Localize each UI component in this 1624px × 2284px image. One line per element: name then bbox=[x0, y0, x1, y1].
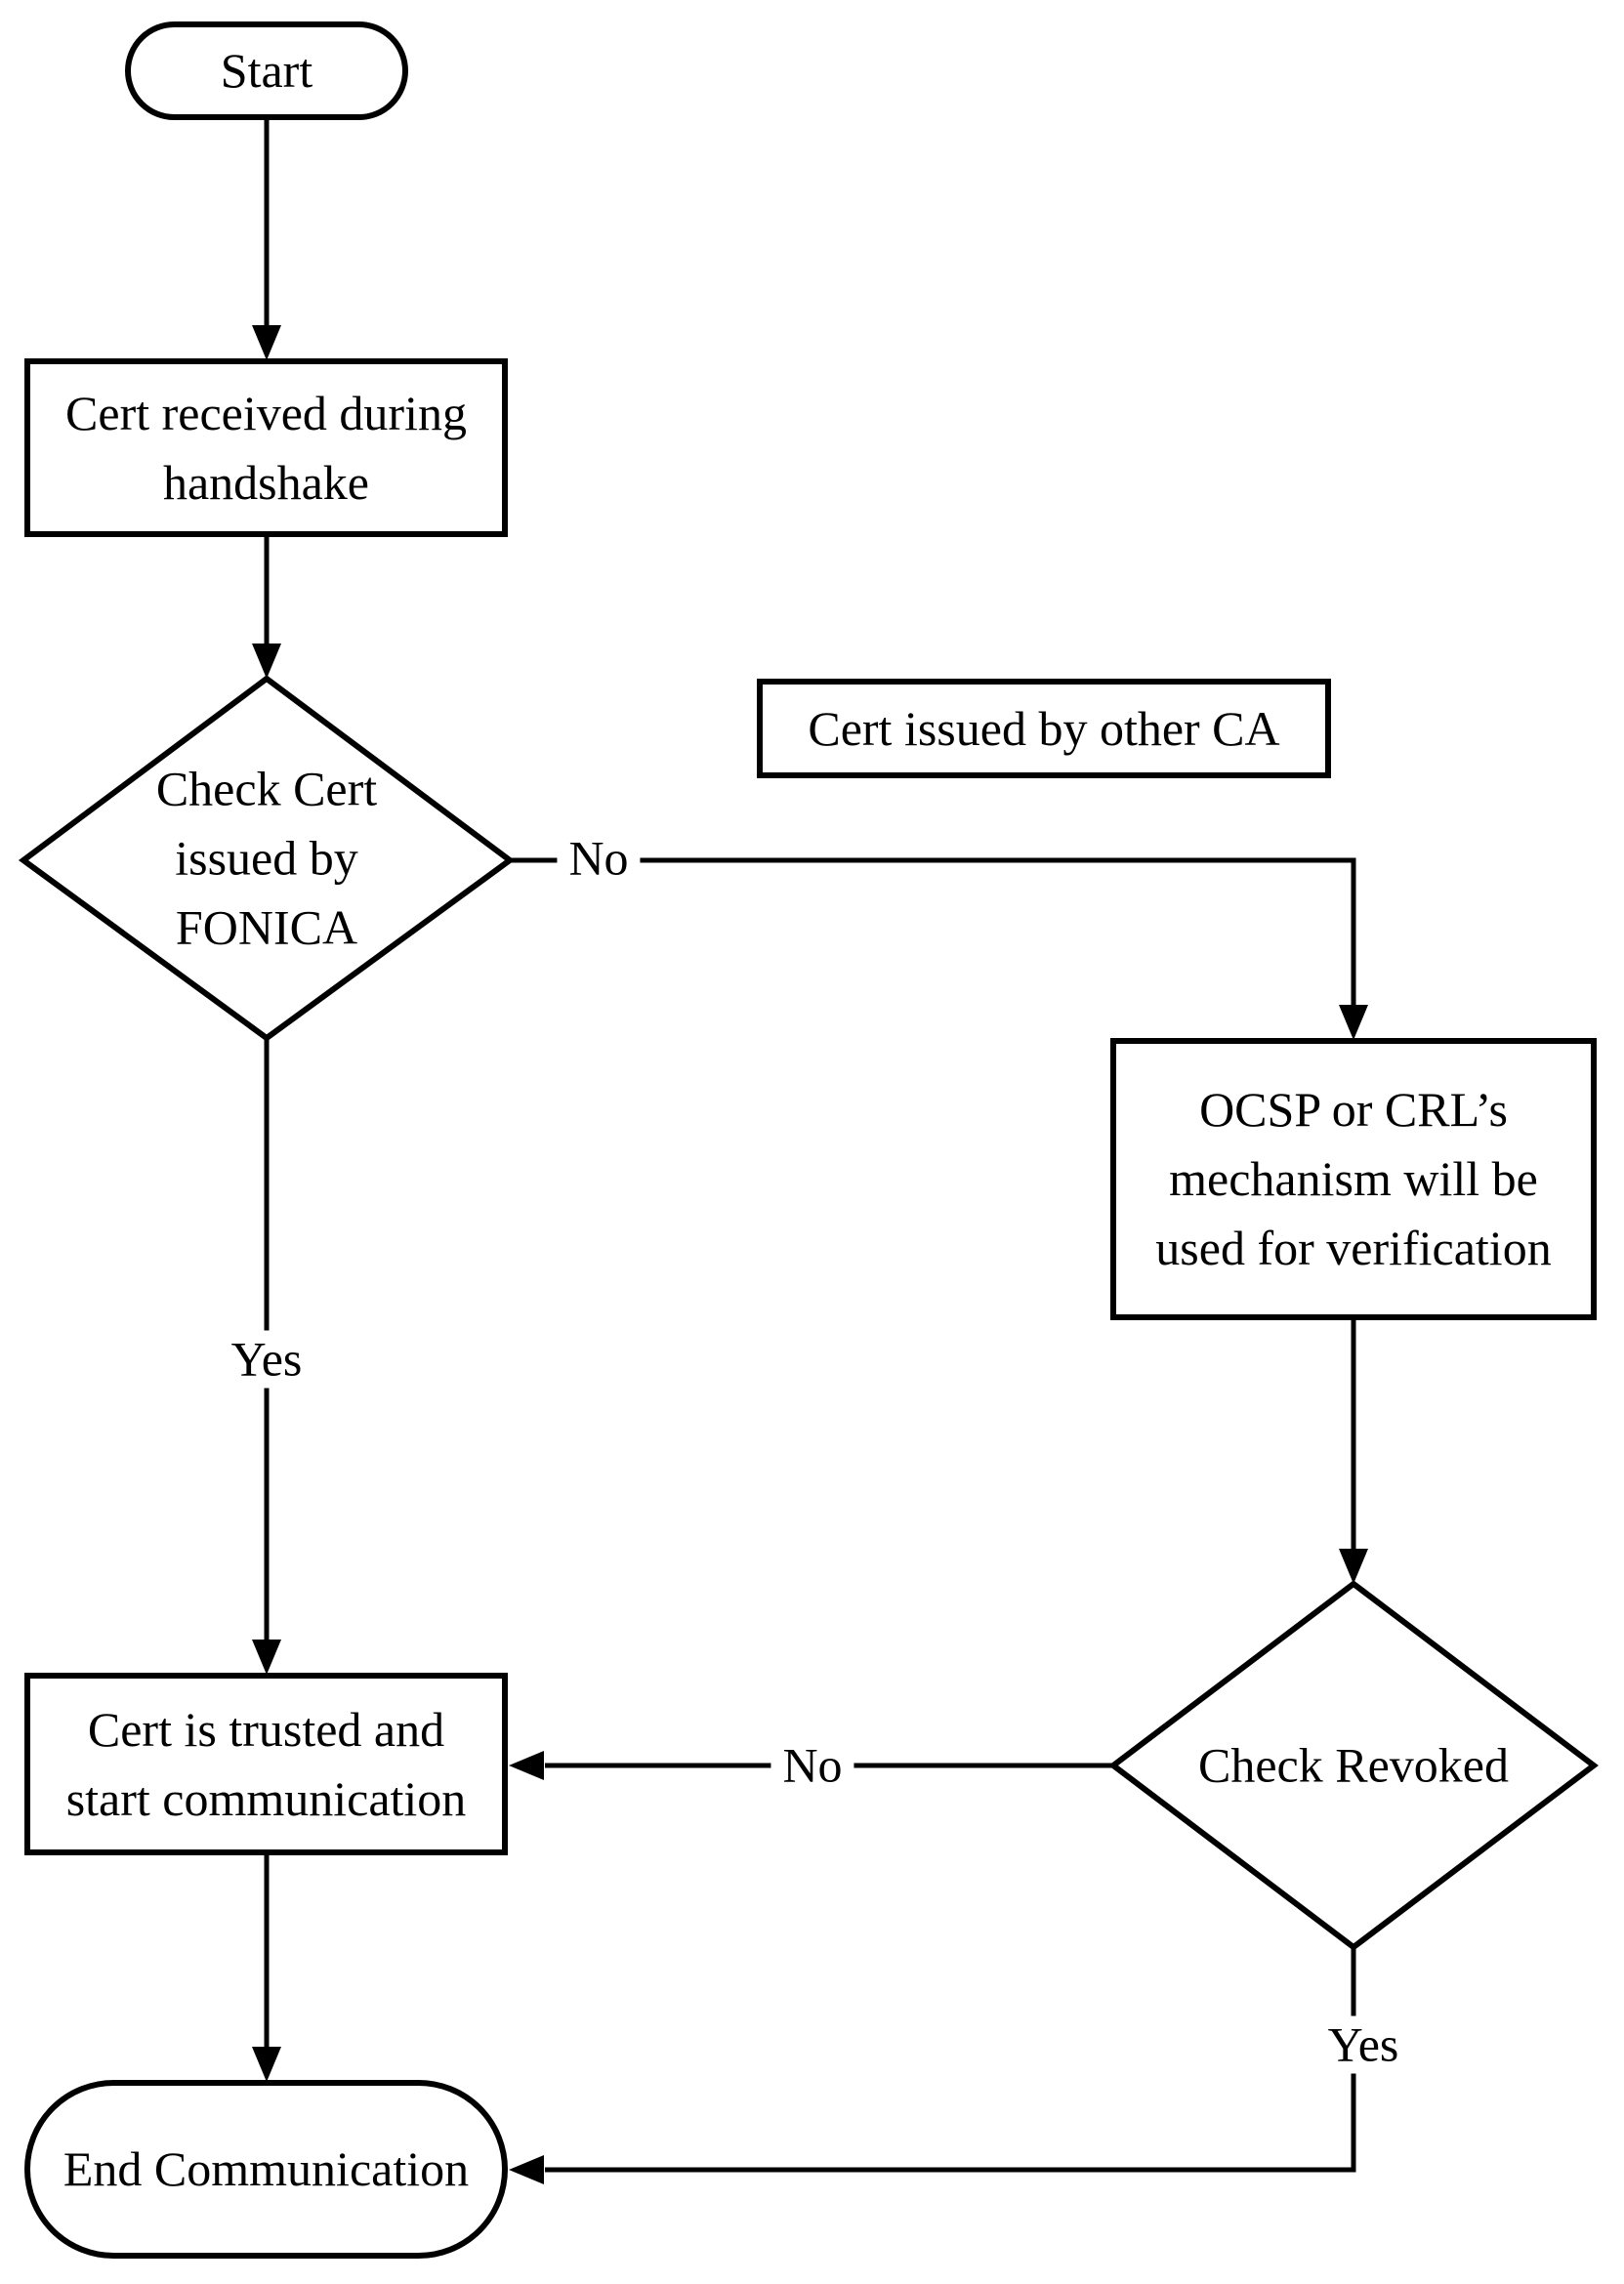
check-revoked-line: Check Revoked bbox=[1198, 1737, 1509, 1793]
end-label: End Communication bbox=[63, 2135, 469, 2204]
ocsp-crl-box: OCSP or CRL’s mechanism will be used for… bbox=[1110, 1038, 1597, 1320]
ocsp-crl-line-1: OCSP or CRL’s bbox=[1199, 1082, 1508, 1137]
check-revoked-diamond-shape bbox=[1108, 1580, 1599, 1951]
arrowhead-into-check-revoked bbox=[1339, 1549, 1368, 1584]
arrowhead-into-trusted-right bbox=[509, 1751, 544, 1780]
check-cert-line-2: issued by bbox=[175, 830, 358, 886]
start-node: Start bbox=[125, 21, 408, 120]
check-cert-diamond-shape bbox=[18, 675, 516, 1042]
cert-trusted-line-1: Cert is trusted and bbox=[87, 1701, 445, 1757]
cert-received-line-1: Cert received during bbox=[65, 385, 467, 440]
edge-label-revoked-yes: Yes bbox=[1315, 2015, 1411, 2074]
arrowhead-into-end-right bbox=[509, 2155, 544, 2184]
end-label-line: End Communication bbox=[62, 2141, 470, 2196]
edge-label-fonica-yes: Yes bbox=[219, 1330, 314, 1389]
check-revoked-diamond-label: Check Revoked bbox=[1129, 1731, 1578, 1801]
check-cert-diamond-label: Check Cert issued by FONICA bbox=[101, 755, 433, 963]
cert-received-label: Cert received during handshake bbox=[65, 379, 467, 518]
arrowhead-into-end-top bbox=[252, 2047, 281, 2082]
ocsp-crl-label: OCSP or CRL’s mechanism will be used for… bbox=[1155, 1075, 1551, 1283]
other-ca-note-box: Cert issued by other CA bbox=[757, 679, 1331, 778]
cert-trusted-box: Cert is trusted and start communication bbox=[24, 1673, 508, 1855]
edge-check-revoked-yes-to-end bbox=[545, 1947, 1356, 2173]
cert-received-box: Cert received during handshake bbox=[24, 358, 508, 537]
arrowhead-into-check-cert bbox=[252, 644, 281, 679]
other-ca-note-label: Cert issued by other CA bbox=[808, 694, 1279, 764]
arrowhead-into-ocsp bbox=[1339, 1005, 1368, 1040]
cert-received-line-2: handshake bbox=[162, 454, 370, 510]
ocsp-crl-line-3: used for verification bbox=[1155, 1221, 1552, 1275]
end-node: End Communication bbox=[24, 2080, 508, 2259]
arrowhead-into-received bbox=[252, 325, 281, 360]
cert-trusted-label: Cert is trusted and start communication bbox=[66, 1695, 467, 1834]
edge-check-cert-no-to-ocsp bbox=[510, 857, 1356, 1007]
start-label: Start bbox=[221, 36, 312, 105]
other-ca-note-line: Cert issued by other CA bbox=[808, 700, 1280, 756]
start-label-line: Start bbox=[220, 43, 313, 98]
arrowhead-into-trusted-top bbox=[252, 1640, 281, 1675]
edge-label-revoked-no: No bbox=[770, 1736, 854, 1795]
cert-trusted-line-2: start communication bbox=[65, 1770, 467, 1826]
ocsp-crl-line-2: mechanism will be bbox=[1169, 1151, 1538, 1206]
check-cert-line-3: FONICA bbox=[175, 899, 358, 955]
check-cert-line-1: Check Cert bbox=[155, 761, 378, 816]
edge-label-fonica-no: No bbox=[557, 829, 641, 888]
arrowheads bbox=[252, 325, 1368, 2184]
